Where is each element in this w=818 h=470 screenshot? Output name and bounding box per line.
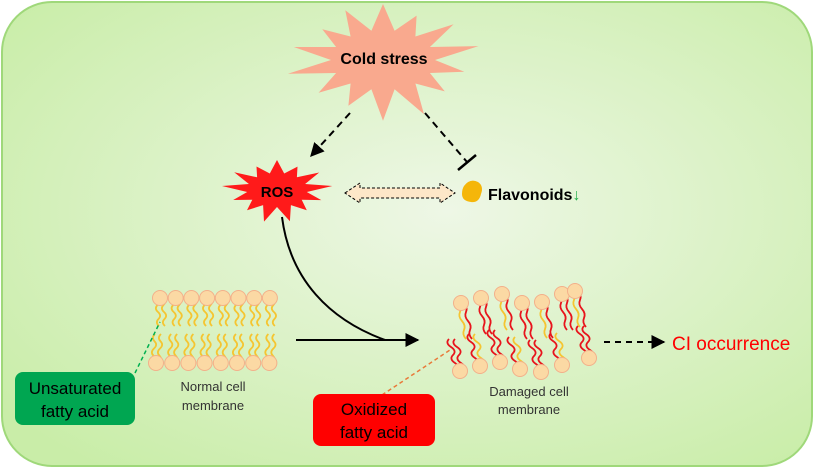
lipid-head [152, 290, 168, 306]
cold-inhibits-flavonoids-line [424, 112, 468, 163]
lipid-head [533, 364, 549, 380]
inhibition-bar [457, 154, 477, 171]
lipid-head [492, 354, 508, 370]
fatty-acid-tail [483, 297, 493, 335]
lipid-head [214, 290, 231, 306]
lipid-head [245, 355, 262, 371]
lipid-head [581, 350, 597, 366]
lipid-head [514, 295, 530, 311]
normal-membrane-label-2: membrane [182, 398, 244, 413]
flavonoids-label: Flavonoids↓ [488, 187, 580, 204]
lipid-head [183, 290, 200, 306]
cold-stress-starburst [287, 4, 479, 121]
lipid-head [472, 358, 488, 374]
damaged-membrane-label-1: Damaged cell [489, 384, 569, 399]
lipid-head [148, 355, 164, 371]
ros-label: ROS [261, 184, 294, 201]
flavonoids-text: Flavonoids [488, 187, 573, 204]
lipid-head [246, 290, 263, 306]
ros-starburst [222, 160, 333, 222]
unsaturated-pointer [134, 321, 161, 374]
lipid-head [453, 295, 469, 311]
lipid-head [164, 355, 181, 371]
lipid-head [229, 355, 245, 371]
cold-stress-node: Cold stress [287, 4, 479, 121]
unsaturated-label-1: Unsaturated [29, 379, 122, 398]
down-arrow-icon: ↓ [572, 187, 580, 204]
lipid-head [167, 290, 184, 306]
lipid-head [230, 290, 247, 306]
unsaturated-label-2: fatty acid [41, 402, 109, 421]
lipid-head [180, 355, 197, 371]
flavonoid-blob-icon [462, 180, 482, 203]
flavonoids-node: Flavonoids↓ [462, 180, 580, 204]
fatty-acid-tail [504, 293, 514, 331]
lipid-head [473, 290, 489, 306]
normal-membrane-label-1: Normal cell [180, 379, 245, 394]
oxidized-fatty-acid-box [313, 394, 435, 446]
ros-node: ROS [222, 160, 333, 222]
unsaturated-fatty-acid-box [15, 372, 135, 425]
lipid-head [261, 355, 278, 371]
lipid-head [554, 286, 570, 302]
oxidized-label-2: fatty acid [340, 423, 408, 442]
ros-influence-curve [281, 216, 386, 341]
cold-stress-label: Cold stress [340, 51, 427, 68]
lipid-head [452, 363, 468, 379]
damaged-cell-membrane [446, 283, 597, 380]
lipid-head [196, 355, 213, 371]
oxidized-label-1: Oxidized [341, 400, 407, 419]
ros-flavonoid-double-arrow [344, 182, 456, 204]
fatty-acid-tail [524, 302, 534, 340]
cold-to-ros-arrow [310, 112, 351, 158]
lipid-head [554, 357, 570, 373]
fatty-acid-tail [463, 302, 473, 340]
lipid-head [534, 294, 550, 310]
fatty-acid-tail [577, 290, 587, 328]
lipid-head [261, 290, 278, 306]
ci-occurrence-label: CI occurrence [672, 334, 790, 355]
lipid-head [512, 361, 528, 377]
lipid-head [567, 283, 583, 299]
lipid-head [212, 355, 229, 371]
fatty-acid-tail [564, 293, 574, 331]
lipid-head [199, 290, 216, 306]
fatty-acid-tail [544, 301, 554, 339]
lipid-head [494, 286, 510, 302]
normal-cell-membrane [148, 290, 278, 371]
damaged-membrane-label-2: membrane [498, 402, 560, 417]
